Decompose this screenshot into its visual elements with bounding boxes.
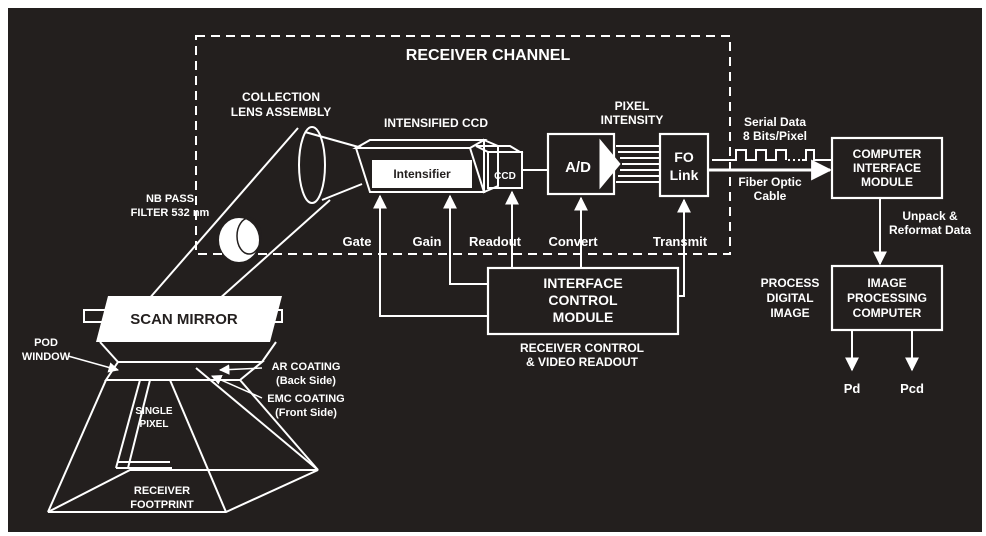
pod-window-label-1: POD [34, 337, 58, 349]
receiver-channel-box [195, 35, 731, 255]
image-processing-label-2: PROCESSING [847, 291, 927, 305]
ad-label: A/D [565, 159, 591, 176]
image-processing-label-1: IMAGE [867, 276, 906, 290]
diagram-background [8, 8, 982, 532]
process-digital-label-1: PROCESS [761, 276, 820, 290]
image-processing-label-3: COMPUTER [853, 306, 922, 320]
scan-mirror-label: SCAN MIRROR [130, 311, 238, 328]
pd-label: Pd [844, 381, 861, 396]
nb-pass-filter-rim [236, 217, 262, 255]
ar-coating-pointer [218, 364, 263, 375]
pixel-intensity-label-2: INTENSITY [601, 113, 664, 127]
pod-window-frustum [47, 341, 319, 513]
fo-link-box [658, 132, 710, 198]
fiber-cable-label-2: Cable [754, 189, 787, 203]
interface-control-label-2: CONTROL [548, 292, 618, 308]
ad-output-arrow [599, 138, 621, 190]
intensified-ccd-title: INTENSIFIED CCD [384, 116, 488, 130]
receiver-footprint-label-1: RECEIVER [134, 485, 190, 497]
pcd-label: Pcd [900, 381, 924, 396]
computer-interface-label-3: MODULE [861, 175, 913, 189]
pixel-intensity-bus [616, 145, 660, 183]
nb-pass-filter-icon [219, 218, 259, 262]
computer-interface-box [830, 136, 944, 200]
collection-lens-label-2: LENS ASSEMBLY [231, 105, 331, 119]
receiver-control-label-2: & VIDEO READOUT [526, 355, 639, 369]
single-pixel-label-2: PIXEL [140, 419, 169, 430]
fo-link-label-1: FO [674, 149, 694, 165]
fiber-cable-label-1: Fiber Optic [738, 175, 802, 189]
ar-coating-label-2: (Back Side) [276, 375, 336, 387]
convert-label: Convert [548, 234, 598, 249]
single-pixel-label-1: SINGLE [135, 406, 173, 417]
gain-label: Gain [413, 234, 442, 249]
readout-label: Readout [469, 234, 522, 249]
image-processing-box [830, 264, 944, 332]
receiver-channel-title: RECEIVER CHANNEL [406, 47, 571, 64]
process-digital-label-2: DIGITAL [766, 291, 813, 305]
serial-data-label-2: 8 Bits/Pixel [743, 129, 807, 143]
collection-lens-label-1: COLLECTION [242, 90, 320, 104]
fo-link-label-2: Link [670, 167, 699, 183]
serial-data-pulses [708, 149, 833, 181]
interface-control-label-3: MODULE [553, 309, 614, 325]
process-digital-label-3: IMAGE [770, 306, 809, 320]
nb-filter-label-1: NB PASS [146, 193, 194, 205]
interface-control-box [486, 266, 680, 336]
collection-lens-icon [298, 126, 326, 204]
optical-beam-path [147, 127, 363, 301]
pixel-intensity-label-1: PIXEL [615, 99, 650, 113]
intensifier-label: Intensifier [393, 167, 451, 181]
serial-data-label-1: Serial Data [744, 115, 806, 129]
transmit-label: Transmit [653, 234, 708, 249]
pod-window-pointer [67, 355, 120, 373]
unpack-label-2: Reformat Data [889, 223, 971, 237]
emc-coating-pointer [211, 375, 263, 399]
pod-window-label-2: WINDOW [22, 351, 71, 363]
interface-control-label-1: INTERFACE [543, 275, 622, 291]
receiver-footprint-label-2: FOOTPRINT [130, 499, 194, 511]
unpack-label-1: Unpack & [902, 209, 958, 223]
intensified-ccd-icon [352, 138, 524, 194]
ar-coating-label-1: AR COATING [272, 361, 341, 373]
control-signal-lines [373, 190, 691, 317]
emc-coating-label-1: EMC COATING [267, 393, 344, 405]
ccd-label: CCD [494, 171, 516, 182]
receiver-control-label-1: RECEIVER CONTROL [520, 341, 644, 355]
scan-mirror-icon [96, 296, 282, 342]
gate-label: Gate [343, 234, 372, 249]
emc-coating-label-2: (Front Side) [275, 407, 337, 419]
computer-interface-label-2: INTERFACE [853, 161, 921, 175]
computer-interface-label-1: COMPUTER [853, 147, 922, 161]
nb-filter-label-2: FILTER 532 nm [131, 207, 210, 219]
